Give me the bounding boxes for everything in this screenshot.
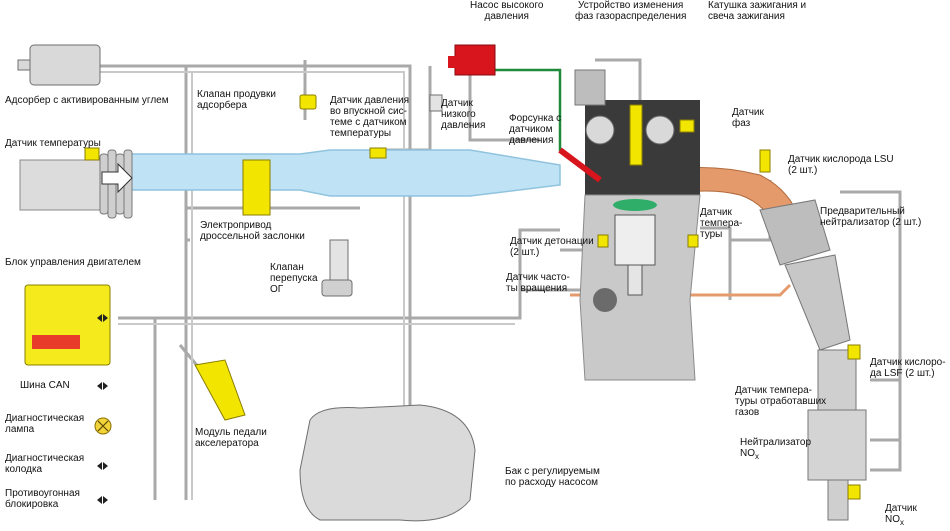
label-ecu: Блок управления двигателем (5, 257, 141, 268)
label-fuel-tank: Бак с регулируемым по расходу насосом (505, 466, 600, 488)
components (17, 44, 617, 522)
vacuum-lines (100, 71, 515, 500)
label-phase-sensor: Датчик фаз (732, 107, 764, 129)
label-can-bus: Шина CAN (20, 380, 70, 391)
sensors (84, 94, 861, 500)
label-diag-lamp: Диагностическая лампа (5, 413, 85, 435)
label-ignition-coil: Катушка зажигания и свеча зажигания (708, 0, 807, 22)
label-lsf-sensor: Датчик кислоро- да LSF (2 шт.) (870, 357, 946, 379)
label-egr-valve: Клапан перепуска ОГ (270, 262, 318, 295)
label-adsorber: Адсорбер с активированным углем (5, 95, 169, 106)
label-hp-pump: Насос высокого давления (470, 0, 544, 22)
fuel-system (448, 44, 602, 183)
label-lp-sensor: Датчик низкого давления (441, 98, 486, 131)
label-pedal: Модуль педали акселератора (195, 427, 267, 449)
label-temp-sensor: Датчик температуры (5, 138, 101, 149)
label-nox-cat: Нейтрализатор NOx (740, 437, 812, 461)
label-knock-sensor: Датчик детонации (2 шт.) (510, 236, 594, 258)
label-egt-sensor: Датчик темпера- туры отработавших газов (735, 385, 827, 418)
label-phase-device: Устройство изменения фаз газораспределен… (575, 0, 687, 22)
label-throttle: Электропривод дроссельной заслонки (200, 220, 305, 242)
label-nox-sensor: Датчик NOx (885, 503, 917, 527)
label-purge-valve: Клапан продувки адсорбера (197, 89, 276, 111)
label-lsu-sensor: Датчик кислорода LSU (2 шт.) (788, 154, 894, 176)
label-speed-sensor: Датчик часто- ты вращения (506, 272, 570, 294)
exhaust-system (570, 167, 867, 521)
label-pressure-sensor: Датчик давления во впускной сис- теме с … (330, 95, 410, 139)
ecu-and-dash (24, 284, 112, 504)
label-injector: Форсунка с датчиком давления (509, 113, 562, 146)
label-immobilizer: Противоугонная блокировка (5, 488, 80, 510)
label-precat: Предварительный нейтрализатор (2 шт.) (820, 206, 922, 228)
intake-manifold (19, 149, 561, 219)
label-coolant-temp: Датчик темпера- туры (700, 207, 743, 240)
label-diag-socket: Диагностическая колодка (5, 453, 85, 475)
